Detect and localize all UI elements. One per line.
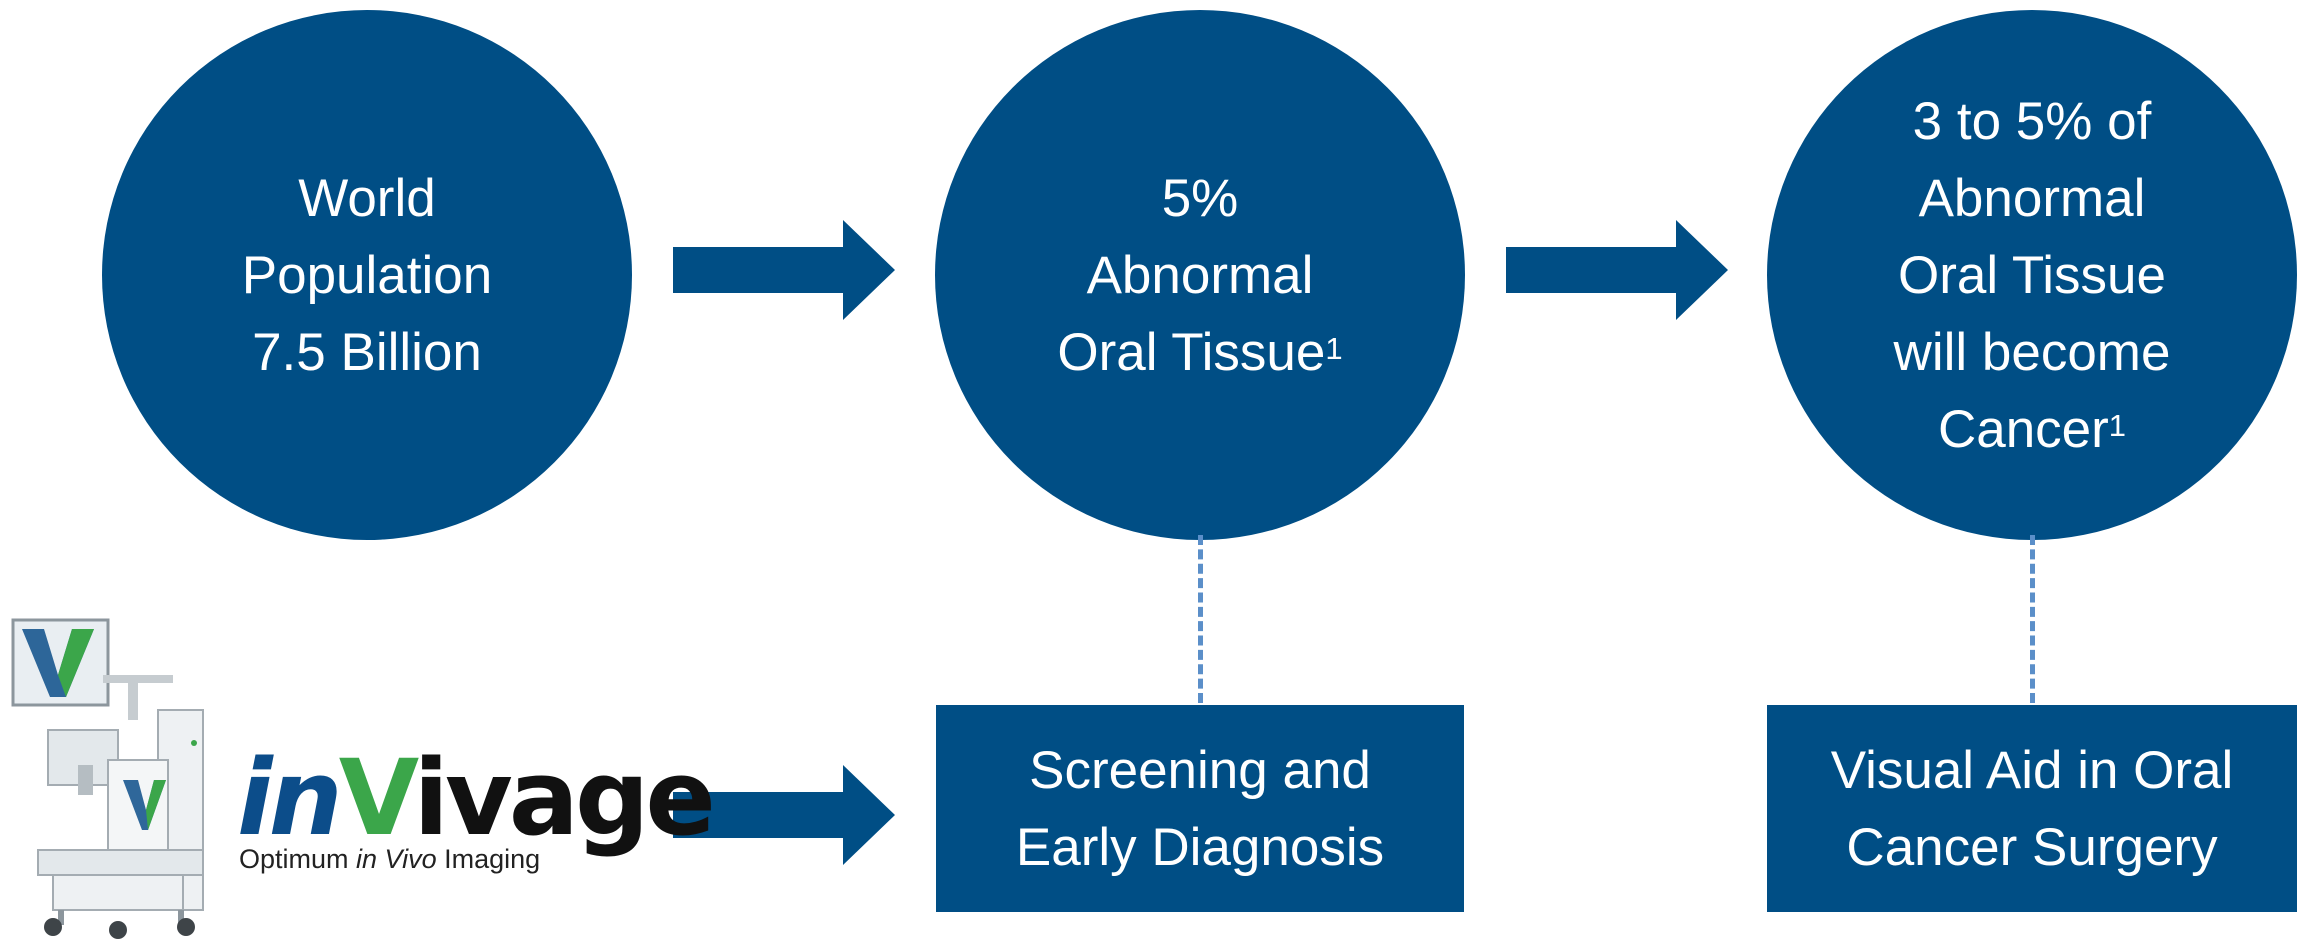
box-line: Visual Aid in Oral [1831,732,2234,809]
logo-suffix: ivage [413,737,712,859]
box-line: Screening and [1029,732,1371,809]
circle-world-population: World Population 7.5 Billion [102,10,632,540]
circle-line-with-footnote: Cancer1 [1894,391,2171,468]
circle-line: 7.5 Billion [242,314,492,391]
box-line: Cancer Surgery [1846,809,2217,886]
dashed-connector [1198,535,1203,703]
logo-prefix: in [237,737,339,859]
circle-line: World [242,160,492,237]
logo-mark: V [339,737,414,859]
circle-line-with-footnote: Oral Tissue1 [1057,314,1342,391]
circle-line: Oral Tissue [1894,237,2171,314]
invivage-logo: inVivage Optimum in Vivo Imaging [237,738,647,878]
box-line: Early Diagnosis [1016,809,1384,886]
tagline-start: Optimum [239,844,356,874]
tagline-italic: in Vivo [356,844,437,874]
circle-line: Abnormal [1894,160,2171,237]
box-visual-aid: Visual Aid in Oral Cancer Surgery [1767,705,2297,912]
circle-become-cancer: 3 to 5% of Abnormal Oral Tissue will bec… [1767,10,2297,540]
dashed-connector [2030,535,2035,703]
circle-line: Abnormal [1057,237,1342,314]
circle-abnormal-tissue: 5% Abnormal Oral Tissue1 [935,10,1465,540]
circle-line: 5% [1057,160,1342,237]
tagline-end: Imaging [437,844,541,874]
arrow-right-icon [1506,220,1728,320]
logo-tagline: Optimum in Vivo Imaging [239,844,540,875]
circle-line: Oral Tissue [1057,323,1325,382]
footnote-marker: 1 [2109,408,2126,443]
imaging-device-icon [8,615,223,940]
arrow-right-icon [673,220,895,320]
circle-line: will become [1894,314,2171,391]
circle-line: 3 to 5% of [1894,83,2171,160]
footnote-marker: 1 [1325,331,1342,366]
box-screening: Screening and Early Diagnosis [936,705,1464,912]
circle-line: Cancer [1938,400,2109,459]
logo-wordmark: inVivage [237,738,712,858]
circle-line: Population [242,237,492,314]
